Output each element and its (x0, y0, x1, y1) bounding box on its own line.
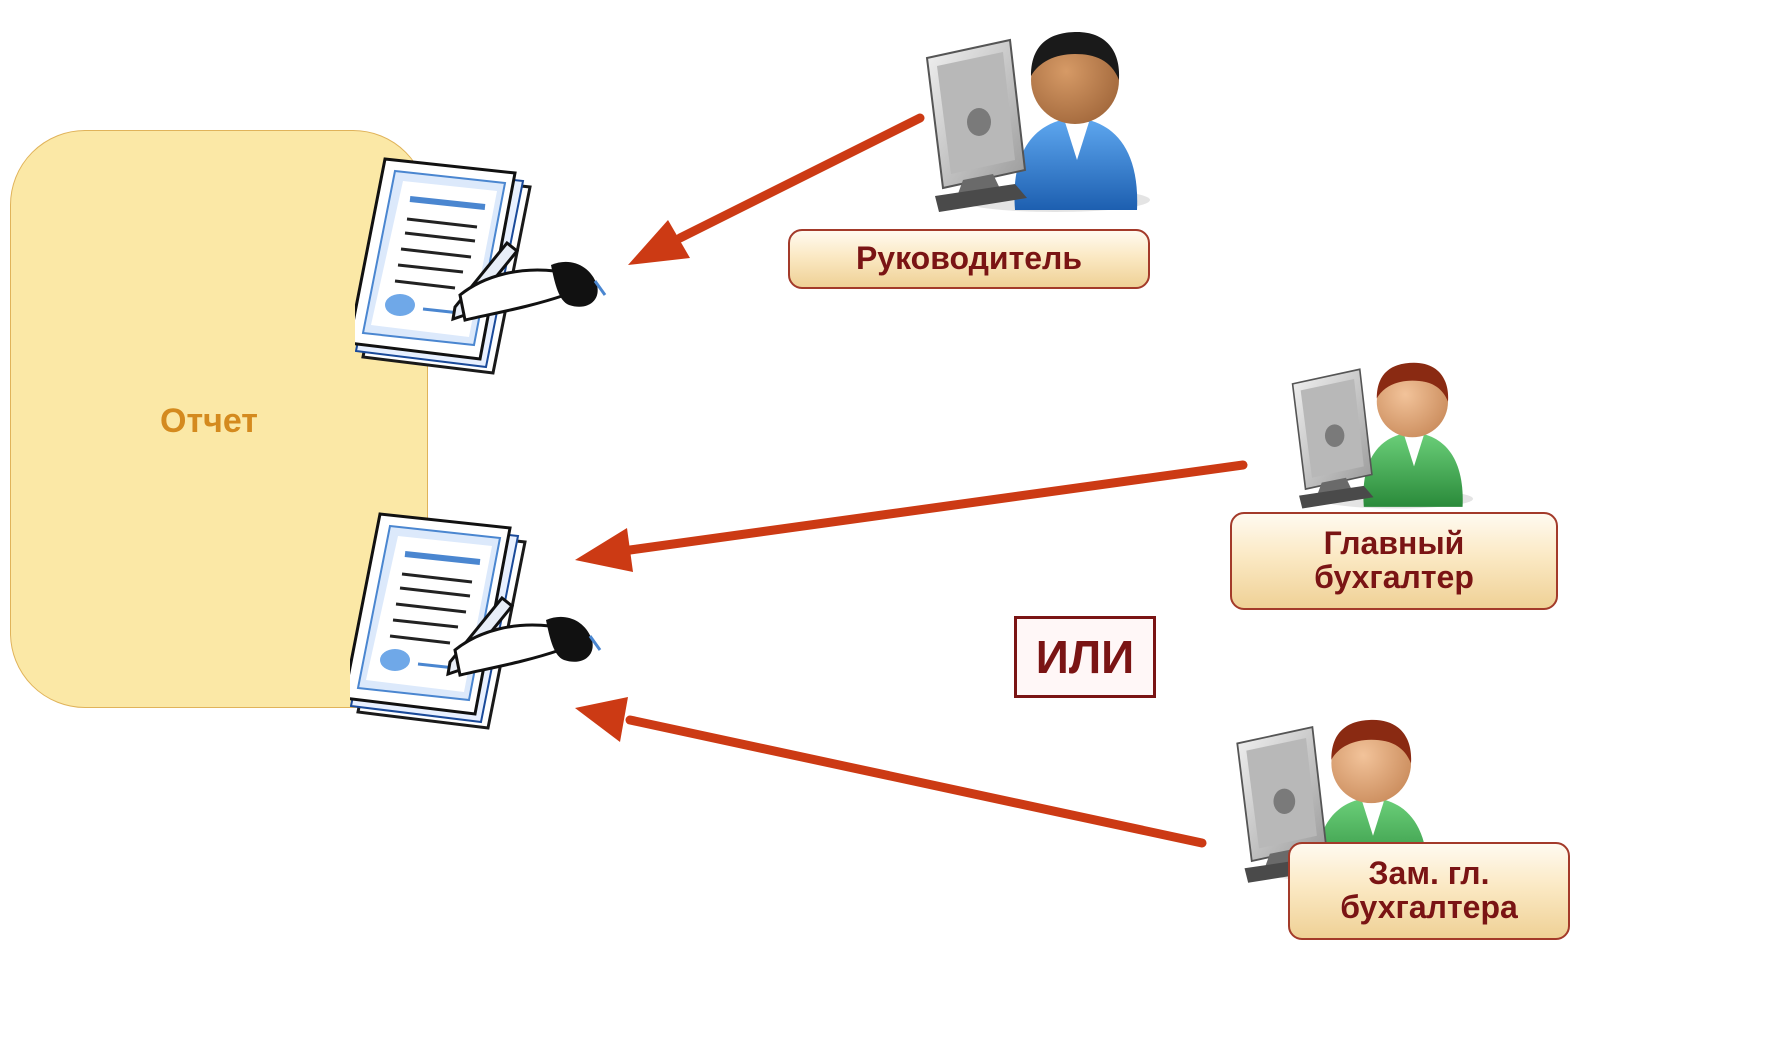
or-label: ИЛИ (1035, 631, 1135, 683)
director-person-icon (926, 31, 1151, 213)
or-connector-box: ИЛИ (1014, 616, 1156, 698)
director-label: Руководитель (788, 229, 1150, 289)
chief-accountant-label-text: Главный бухгалтер (1314, 525, 1474, 595)
director-label-text: Руководитель (855, 240, 1083, 277)
arrow-deputy-accountant (575, 697, 1207, 848)
chief-accountant-person-icon (1291, 361, 1475, 510)
chief-accountant-label: Главный бухгалтер (1230, 512, 1558, 610)
report-label: Отчет (160, 402, 258, 440)
signed-document-icon (349, 159, 605, 373)
arrow-director (628, 113, 925, 265)
deputy-chief-accountant-label: Зам. гл. бухгалтера (1288, 842, 1570, 940)
arrow-chief-accountant (575, 460, 1248, 572)
signed-document-icon (344, 514, 600, 728)
report-box (10, 130, 428, 708)
deputy-chief-accountant-label-text: Зам. гл. бухгалтера (1340, 855, 1518, 925)
